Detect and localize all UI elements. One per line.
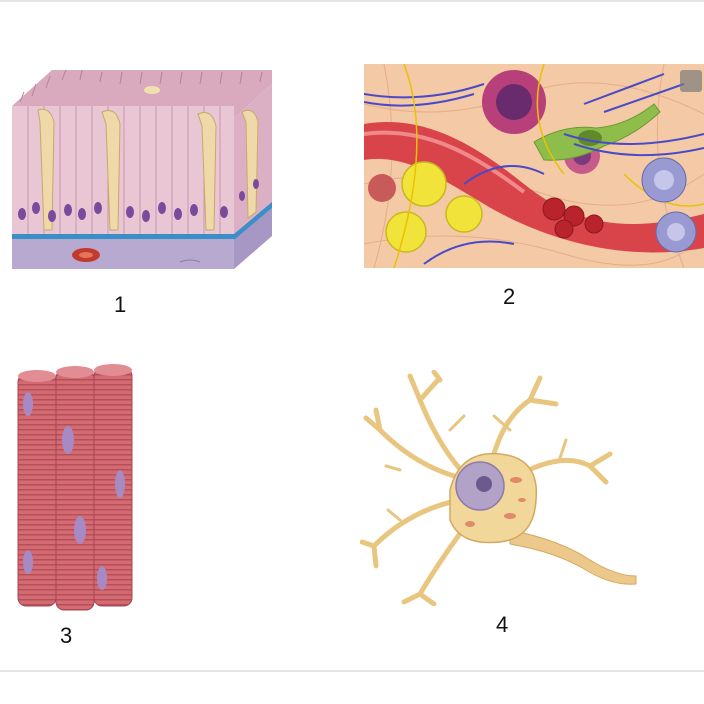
muscle-tissue-illustration [16,364,136,614]
panel-label-3: 3 [60,623,73,648]
muscle-fiber-left [17,370,57,607]
panel-label-2: 2 [503,284,516,309]
connective-tissue-illustration [364,64,704,268]
panel-label-1: 1 [114,292,127,317]
nerve-tissue-illustration [360,370,650,606]
epithelial-tissue-illustration [10,62,272,276]
bottom-divider [0,670,704,672]
muscle-fiber-middle [55,366,95,611]
panel-label-4: 4 [496,612,509,637]
muscle-fiber-right [93,364,133,607]
top-divider [0,0,704,2]
